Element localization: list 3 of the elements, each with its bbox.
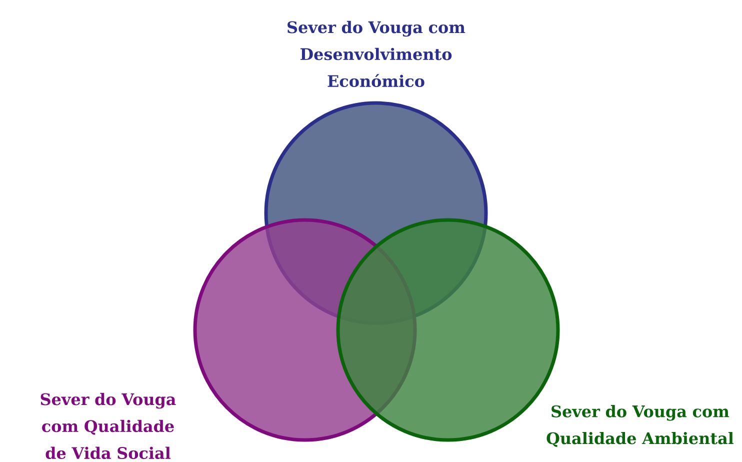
circle-heading: Sever do Vouga com Qualidade de Vida Social [40,392,176,460]
circle-heading: Sever do Vouga com Desenvolvimento Económico [288,20,466,88]
circle-heading: Sever do Vouga com Qualidade Ambiental [546,405,734,447]
